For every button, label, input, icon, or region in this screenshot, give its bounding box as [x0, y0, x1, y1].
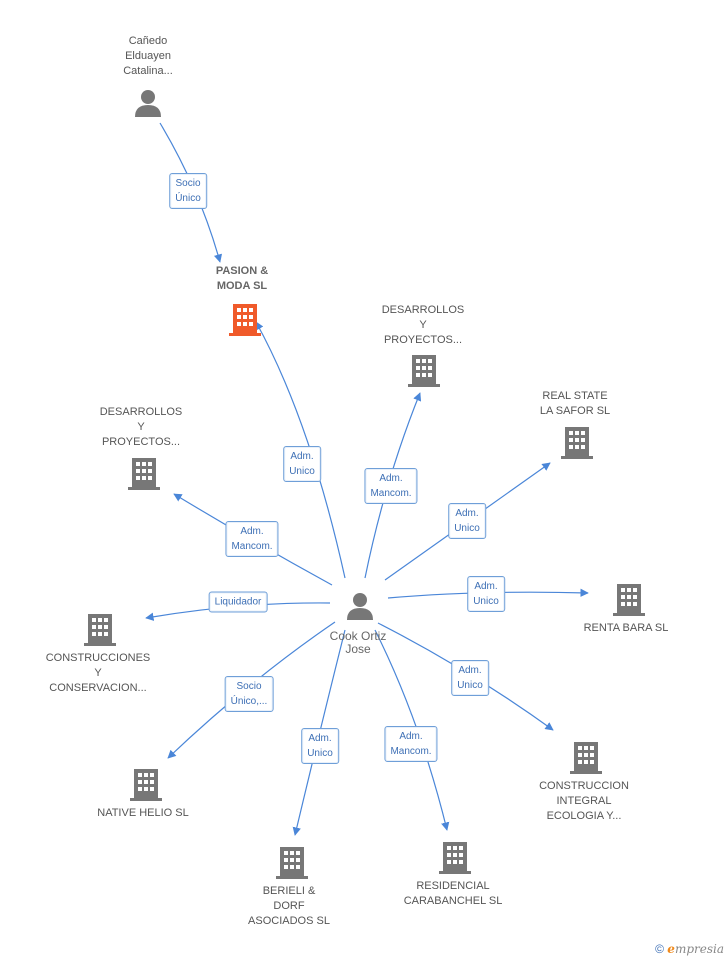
node-label-pasion[interactable]: PASION & MODA SL	[215, 265, 269, 292]
edge-label-adm-unico: Adm. Unico	[451, 660, 489, 696]
brand-logo: empresia	[667, 942, 724, 956]
edge-label-adm-mancom: Adm. Mancom.	[364, 468, 418, 504]
node-label-desarrollos-2[interactable]: DESARROLLOS Y PROYECTOS...	[99, 406, 183, 448]
building-icon[interactable]	[408, 353, 440, 387]
building-icon[interactable]	[613, 582, 645, 616]
copyright-icon: ©	[655, 942, 664, 956]
node-label-berieli[interactable]: BERIELI & DORF ASOCIADOS SL	[248, 885, 330, 927]
node-label-cook[interactable]: Cook Ortiz Jose	[329, 629, 387, 656]
edge-label-adm-unico: Adm. Unico	[301, 728, 339, 764]
node-label-renta-bara[interactable]: RENTA BARA SL	[583, 622, 669, 634]
person-icon[interactable]	[133, 89, 163, 119]
building-icon-main[interactable]	[229, 302, 261, 336]
building-icon[interactable]	[128, 456, 160, 490]
building-icon[interactable]	[439, 840, 471, 874]
node-label-native-helio[interactable]: NATIVE HELIO SL	[97, 807, 189, 819]
node-label-residencial[interactable]: RESIDENCIAL CARABANCHEL SL	[403, 880, 503, 907]
building-icon[interactable]	[276, 845, 308, 879]
building-icon[interactable]	[130, 767, 162, 801]
person-icon[interactable]	[345, 592, 375, 622]
edge-label-socio-unico: Socio Único	[169, 173, 207, 209]
building-icon[interactable]	[570, 740, 602, 774]
node-label-real-state[interactable]: REAL STATE LA SAFOR SL	[539, 390, 611, 417]
footer-brand: © empresia	[655, 942, 724, 956]
edge-label-adm-mancom: Adm. Mancom.	[225, 521, 279, 557]
edge-cook-residencial	[374, 629, 450, 831]
edge-cook-pasion	[255, 321, 346, 579]
node-label-canedo[interactable]: Cañedo Elduayen Catalina...	[123, 35, 173, 77]
node-label-construccion-integral[interactable]: CONSTRUCCION INTEGRAL ECOLOGIA Y...	[539, 780, 629, 822]
edge-label-socio-unico: Socio Único,...	[224, 676, 274, 712]
edge-label-adm-unico: Adm. Unico	[448, 503, 486, 539]
edge-label-liquidador: Liquidador	[208, 591, 268, 613]
building-icon[interactable]	[84, 612, 116, 646]
node-label-desarrollos-1[interactable]: DESARROLLOS Y PROYECTOS...	[381, 304, 465, 346]
node-label-construcciones[interactable]: CONSTRUCCIONES Y CONSERVACION...	[45, 652, 151, 694]
edge-label-adm-mancom: Adm. Mancom.	[384, 726, 438, 762]
building-icon[interactable]	[561, 425, 593, 459]
edge-label-adm-unico: Adm. Unico	[283, 446, 321, 482]
edge-label-adm-unico: Adm. Unico	[467, 576, 505, 612]
